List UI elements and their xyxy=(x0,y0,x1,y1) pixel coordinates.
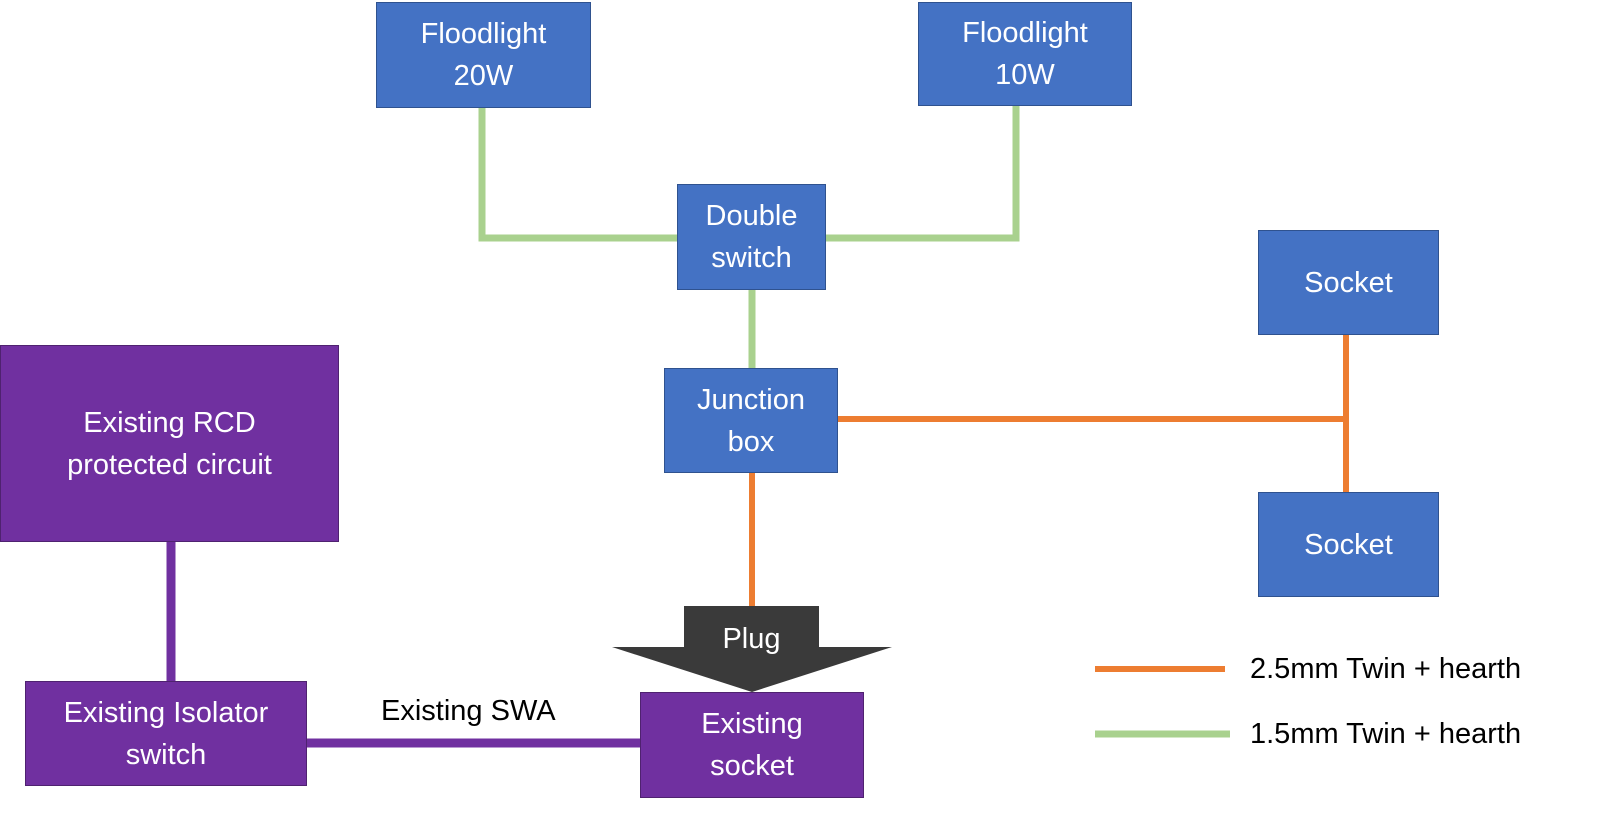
plug-label: Plug xyxy=(722,623,781,655)
socket-bottom-box: Socket xyxy=(1258,492,1439,597)
socket-top-box: Socket xyxy=(1258,230,1439,335)
double-switch-box: Double switch xyxy=(677,184,826,290)
plug-arrow xyxy=(612,606,892,692)
isolator-switch-box: Existing Isolator switch xyxy=(25,681,307,786)
cable-floodlight-20w xyxy=(478,108,677,242)
floodlight-10w-box: Floodlight 10W xyxy=(918,2,1132,106)
existing-socket-box: Existing socket xyxy=(640,692,864,798)
floodlight-20w-box: Floodlight 20W xyxy=(376,2,591,108)
swa-label: Existing SWA xyxy=(381,695,556,727)
cable-floodlight-10w xyxy=(826,106,1020,242)
legend-green-label: 1.5mm Twin + hearth xyxy=(1250,718,1522,750)
rcd-circuit-box: Existing RCD protected circuit xyxy=(0,345,339,542)
junction-box: Junction box xyxy=(664,368,838,473)
legend-orange-label: 2.5mm Twin + hearth xyxy=(1250,653,1522,685)
